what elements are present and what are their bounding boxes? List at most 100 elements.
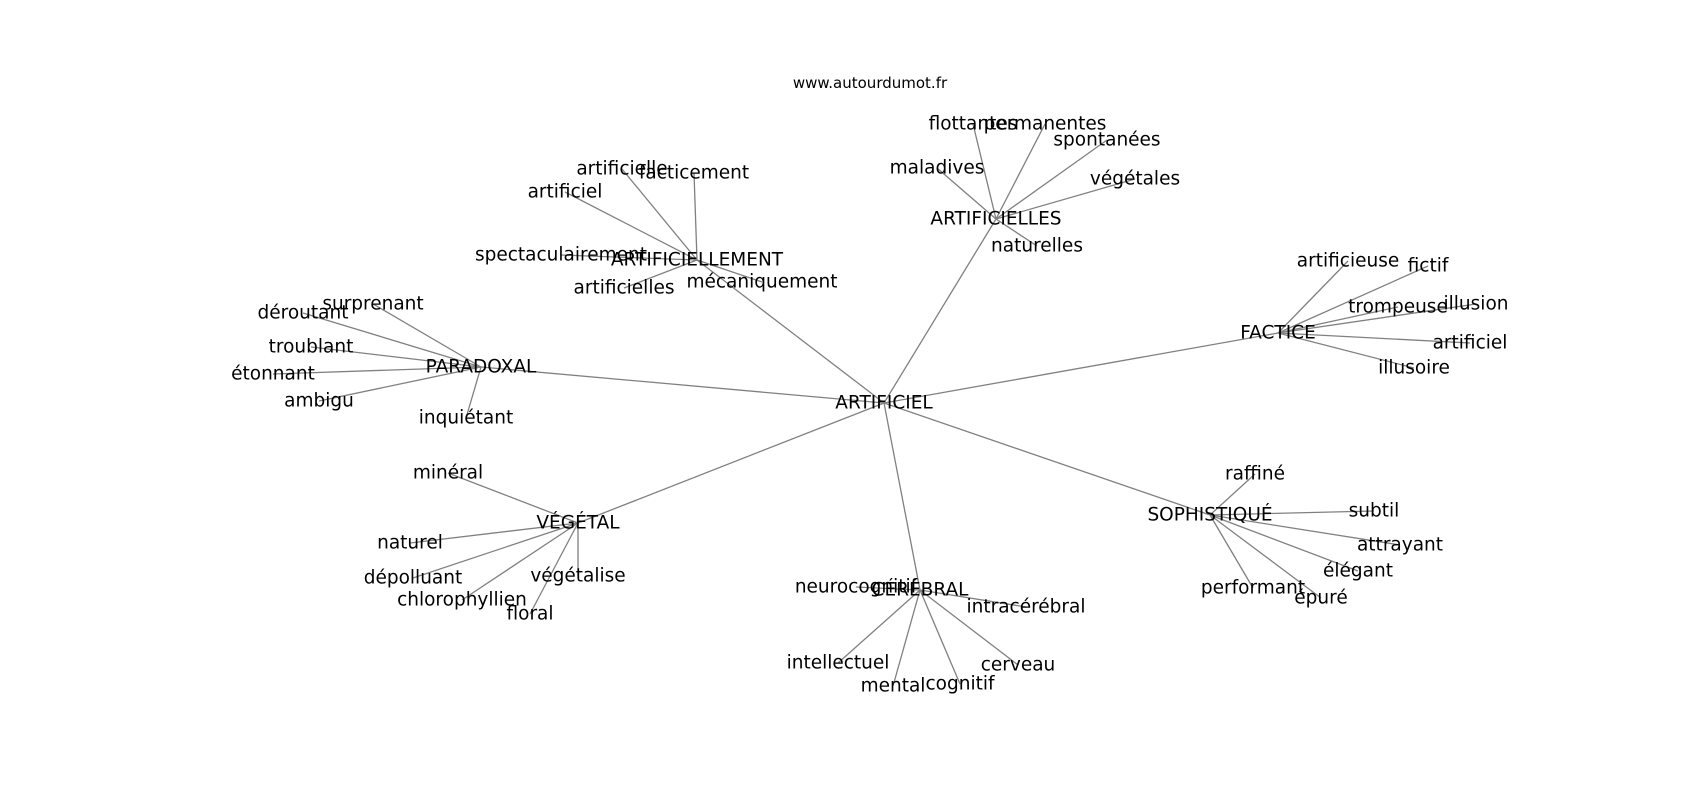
edge-cerebral-leaf <box>892 589 921 687</box>
leaf-node-artificielles: maladives <box>890 158 985 179</box>
edge-paradoxal-leaf <box>302 312 482 368</box>
hub-node-vegetal: VÉGÉTAL <box>536 512 620 534</box>
edge-paradoxal-leaf <box>318 366 482 402</box>
leaf-node-artificiellement: artificielle <box>576 159 667 180</box>
leaf-node-cerebral: cerveau <box>981 655 1056 676</box>
edge-cerebral-leaf <box>855 586 921 591</box>
edge-center-paradoxal <box>480 366 885 404</box>
leaf-node-artificielles: végétales <box>1090 169 1180 190</box>
leaf-node-sophistique: performant <box>1201 578 1305 599</box>
leaf-node-vegetal: chlorophyllien <box>397 590 527 611</box>
leaf-node-vegetal: dépolluant <box>364 568 463 589</box>
edge-center-cerebral <box>883 402 921 591</box>
leaf-node-vegetal: naturel <box>377 533 443 554</box>
edge-vegetal-leaf <box>409 522 579 544</box>
leaf-node-vegetal: minéral <box>413 463 483 484</box>
edge-sophistique-leaf <box>1209 473 1256 516</box>
leaf-node-cerebral: intellectuel <box>787 653 890 674</box>
leaf-node-paradoxal: étonnant <box>231 364 315 385</box>
leaf-node-artificiellement: artificielles <box>574 278 675 299</box>
leaf-node-factice: illusoire <box>1378 358 1450 379</box>
edge-factice-leaf <box>1277 303 1477 334</box>
edge-cerebral-leaf <box>919 589 961 685</box>
edge-artificielles-leaf <box>936 167 997 220</box>
leaf-node-paradoxal: ambigu <box>284 391 354 412</box>
center-node-label: ARTIFICIEL <box>835 393 933 414</box>
leaf-node-artificielles: spontanées <box>1053 130 1160 151</box>
edge-artificiellement-leaf <box>560 254 698 261</box>
leaf-node-paradoxal: troublant <box>269 337 354 358</box>
edge-paradoxal-leaf <box>272 366 482 375</box>
edge-artificiellement-leaf <box>564 191 698 261</box>
edge-center-artificielles <box>883 218 997 404</box>
edge-artificiellement-leaf <box>696 259 763 283</box>
leaf-node-factice: fictif <box>1408 256 1449 277</box>
graph-labels: ARTIFICIEL ARTIFICIELLEMENT artificiellefa… <box>231 114 1508 697</box>
edge-artificielles-leaf <box>995 218 1038 247</box>
leaf-node-cerebral: neurocognitif <box>795 577 918 598</box>
leaf-node-sophistique: attrayant <box>1357 535 1443 556</box>
leaf-node-artificielles: permanentes <box>984 114 1107 135</box>
leaf-node-sophistique: raffiné <box>1225 464 1285 485</box>
edge-vegetal-leaf <box>412 522 579 579</box>
edge-sophistique-leaf <box>1209 514 1254 589</box>
leaf-node-artificiellement: spectaculairement <box>475 245 647 266</box>
edge-center-sophistique <box>883 402 1211 516</box>
edge-factice-leaf <box>1277 265 1429 334</box>
edge-vegetal-leaf <box>447 472 579 524</box>
edge-paradoxal-leaf <box>372 303 482 368</box>
edge-center-artificiellement <box>696 259 885 404</box>
edge-sophistique-leaf <box>1209 514 1322 599</box>
edge-vegetal-leaf <box>461 522 579 601</box>
leaf-node-factice: artificieuse <box>1297 251 1399 272</box>
leaf-node-artificielles: naturelles <box>991 236 1083 257</box>
leaf-node-sophistique: subtil <box>1349 501 1400 522</box>
leaf-node-paradoxal: inquiétant <box>419 408 513 429</box>
edge-cerebral-leaf <box>919 589 1019 666</box>
hub-node-sophistique: SOPHISTIQUÉ <box>1147 504 1272 526</box>
hub-node-cerebral: CÉRÉBRAL <box>872 579 970 601</box>
edge-artificielles-leaf <box>995 178 1136 220</box>
edge-center-vegetal <box>577 402 885 524</box>
leaf-node-sophistique: épuré <box>1294 588 1347 609</box>
edge-paradoxal-leaf <box>310 346 482 368</box>
edge-cerebral-leaf <box>919 589 1027 608</box>
edge-artificiellement-leaf <box>621 168 698 261</box>
edge-factice-leaf <box>1277 332 1471 344</box>
leaf-node-vegetal: végétalise <box>530 566 625 587</box>
site-url: www.autourdumot.fr <box>793 74 948 92</box>
hub-node-paradoxal: PARADOXAL <box>426 357 537 378</box>
hub-node-artificielles: ARTIFICIELLES <box>930 209 1061 230</box>
edge-artificielles-leaf <box>972 123 997 220</box>
graph-edges <box>272 123 1477 687</box>
leaf-node-cerebral: intracérébral <box>966 597 1085 618</box>
leaf-node-factice: illusion <box>1444 294 1509 315</box>
leaf-node-artificiellement: artificiel <box>528 182 603 203</box>
leaf-node-artificielles: flottantes <box>929 114 1018 135</box>
leaf-node-sophistique: élégant <box>1323 561 1393 582</box>
edge-artificielles-leaf <box>995 139 1108 220</box>
edge-cerebral-leaf <box>837 589 921 664</box>
hub-node-factice: FACTICE <box>1240 323 1316 344</box>
edge-vegetal-leaf <box>529 522 579 615</box>
leaf-node-vegetal: floral <box>506 604 553 625</box>
leaf-node-artificiellement: facticement <box>639 163 749 184</box>
edge-sophistique-leaf <box>1209 510 1375 516</box>
edge-factice-leaf <box>1277 260 1349 334</box>
edge-sophistique-leaf <box>1209 514 1359 572</box>
edge-artificielles-leaf <box>995 123 1046 220</box>
edge-artificiellement-leaf <box>693 172 698 261</box>
leaf-node-factice: trompeuse <box>1348 297 1448 318</box>
leaf-node-cerebral: mental <box>861 676 926 697</box>
leaf-node-factice: artificiel <box>1433 333 1508 354</box>
edge-center-factice <box>883 332 1279 404</box>
edge-artificiellement-leaf <box>623 259 698 289</box>
leaf-node-paradoxal: déroutant <box>258 303 349 324</box>
edge-paradoxal-leaf <box>465 366 482 419</box>
edge-factice-leaf <box>1277 306 1399 334</box>
leaf-node-paradoxal: surprenant <box>322 294 423 315</box>
edge-factice-leaf <box>1277 332 1415 369</box>
hub-node-artificiellement: ARTIFICIELLEMENT <box>611 250 784 271</box>
leaf-node-cerebral: cognitif <box>925 674 994 695</box>
